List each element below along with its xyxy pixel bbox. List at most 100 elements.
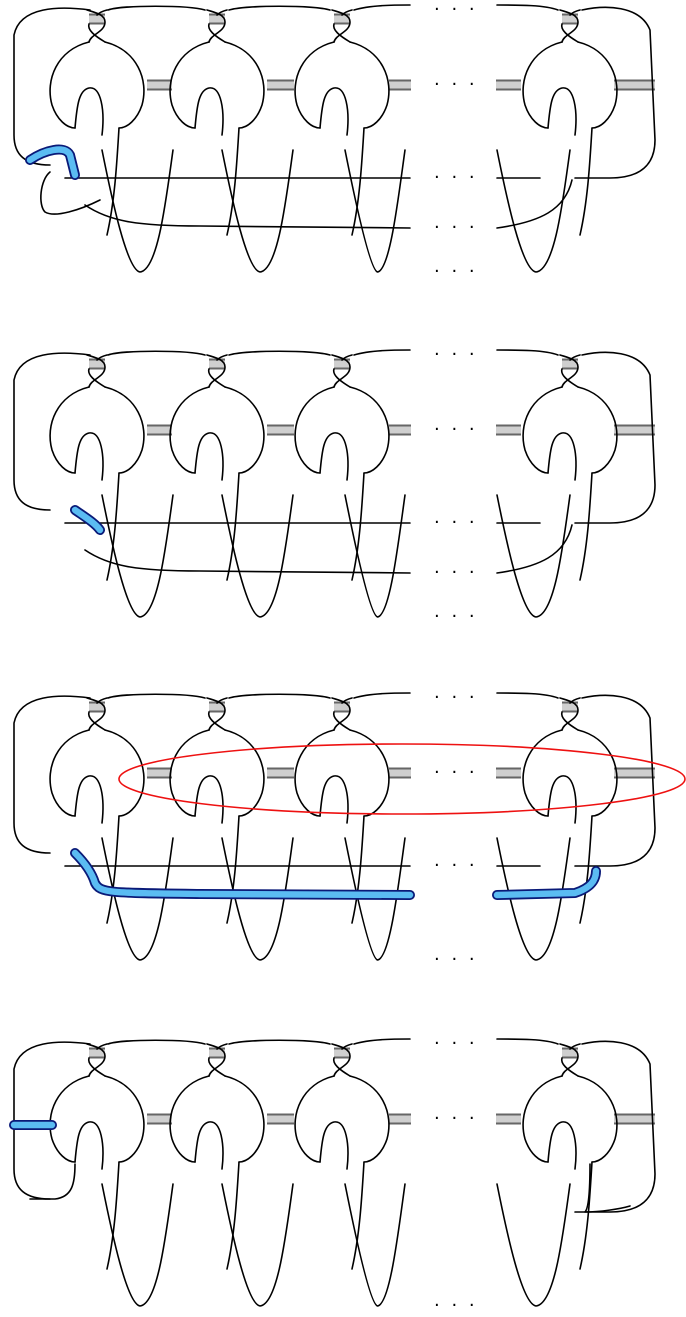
ellipsis: · · · — [434, 1108, 478, 1129]
twist-strand — [87, 23, 106, 43]
ellipsis: · · · — [434, 74, 478, 95]
twisted-loop — [294, 354, 390, 581]
loop-left-arc — [169, 386, 210, 474]
twist-strand — [559, 697, 579, 731]
outer-left-strand — [13, 1041, 91, 1200]
panel-4: · · ·· · ·· · · — [9, 1033, 656, 1316]
loop-right-arc — [104, 1075, 145, 1163]
descending-leaf — [496, 494, 571, 618]
loop-right-arc — [577, 729, 618, 817]
twisted-loop — [169, 9, 265, 236]
twist-strand — [331, 1043, 351, 1077]
top-strand — [107, 350, 206, 356]
twist-strand — [569, 354, 581, 361]
top-strand — [107, 693, 206, 699]
twisted-loop — [522, 1043, 618, 1270]
twist-strand — [206, 9, 226, 43]
ellipsis: · · · — [434, 419, 478, 440]
twist-strand — [216, 9, 228, 16]
ellipsis: · · · — [434, 344, 478, 365]
top-strand — [353, 4, 411, 11]
twisted-loop — [169, 354, 265, 581]
twist-strand — [206, 1043, 226, 1077]
ellipsis: · · · — [434, 0, 478, 20]
clasp-strand — [579, 127, 593, 236]
twist-strand — [87, 711, 106, 731]
twist-strand — [206, 354, 226, 388]
twisted-loop — [49, 697, 145, 924]
descending-leaf — [101, 837, 174, 961]
twisted-loop — [294, 1043, 390, 1270]
descending-leaf — [221, 149, 294, 273]
loop-left-arc — [522, 1075, 563, 1163]
clasp-strand — [351, 1161, 365, 1270]
clasp-strand — [74, 1121, 104, 1170]
top-strand — [228, 350, 331, 356]
panel-1: · · ·· · ·· · ·· · ·· · · — [13, 0, 656, 282]
clasp-strand — [579, 815, 593, 924]
clasp-strand — [74, 432, 104, 481]
descending-leaf — [344, 1183, 406, 1307]
loop-right-arc — [224, 1075, 265, 1163]
loop-left-arc — [49, 1075, 90, 1163]
outer-right-strand — [574, 6, 656, 179]
top-strand — [496, 349, 559, 356]
twist-strand — [332, 1057, 351, 1077]
ellipsis: · · · — [434, 562, 478, 583]
clasp-strand — [74, 87, 104, 136]
loop-right-arc — [349, 386, 390, 474]
twist-strand — [216, 1043, 228, 1050]
panel-2: · · ·· · ·· · ·· · ·· · · — [13, 344, 656, 627]
ellipsis: · · · — [434, 855, 478, 876]
clasp-strand — [579, 472, 593, 581]
twist-strand — [560, 23, 579, 43]
loop-strand — [40, 171, 101, 215]
twisted-loop — [169, 1043, 265, 1270]
strand — [29, 1163, 76, 1200]
loop-right-arc — [104, 386, 145, 474]
twist-strand — [216, 354, 228, 361]
ellipsis: · · · — [434, 762, 478, 783]
loop-left-arc — [294, 729, 335, 817]
descending-leaf — [496, 1183, 571, 1307]
loop-right-arc — [349, 41, 390, 129]
top-strand — [353, 692, 411, 699]
outer-right-strand — [574, 1040, 656, 1213]
clasp-strand — [547, 1121, 577, 1170]
ellipsis: · · · — [434, 512, 478, 533]
descending-leaf — [344, 494, 406, 618]
tube — [71, 506, 104, 534]
loop-right-arc — [577, 386, 618, 474]
twist-strand — [332, 711, 351, 731]
twist-strand — [569, 1043, 581, 1050]
twist-strand — [341, 9, 353, 16]
clasp-strand — [194, 87, 224, 136]
red-circle-component — [118, 743, 686, 815]
tube — [26, 146, 79, 179]
clasp-strand — [547, 775, 577, 824]
top-strand — [496, 4, 559, 11]
clasp-strand — [106, 815, 120, 924]
clasp-strand — [226, 1161, 240, 1270]
twisted-loop — [169, 697, 265, 924]
descending-leaf — [344, 837, 406, 961]
clasp-strand — [351, 127, 365, 236]
top-strand — [228, 693, 331, 699]
twist-strand — [559, 354, 579, 388]
clasp-strand — [226, 472, 240, 581]
loop-left-arc — [294, 1075, 335, 1163]
descending-leaf — [101, 1183, 174, 1307]
top-strand — [353, 1038, 411, 1045]
clasp-strand — [547, 432, 577, 481]
twist-strand — [207, 711, 226, 731]
twist-strand — [341, 354, 353, 361]
twisted-loop — [49, 9, 145, 236]
twist-strand — [207, 368, 226, 388]
clasp-strand — [319, 1121, 349, 1170]
twist-strand — [560, 1057, 579, 1077]
twist-strand — [341, 697, 353, 704]
twist-strand — [331, 9, 351, 43]
twist-strand — [331, 697, 351, 731]
descending-leaf — [221, 1183, 294, 1307]
